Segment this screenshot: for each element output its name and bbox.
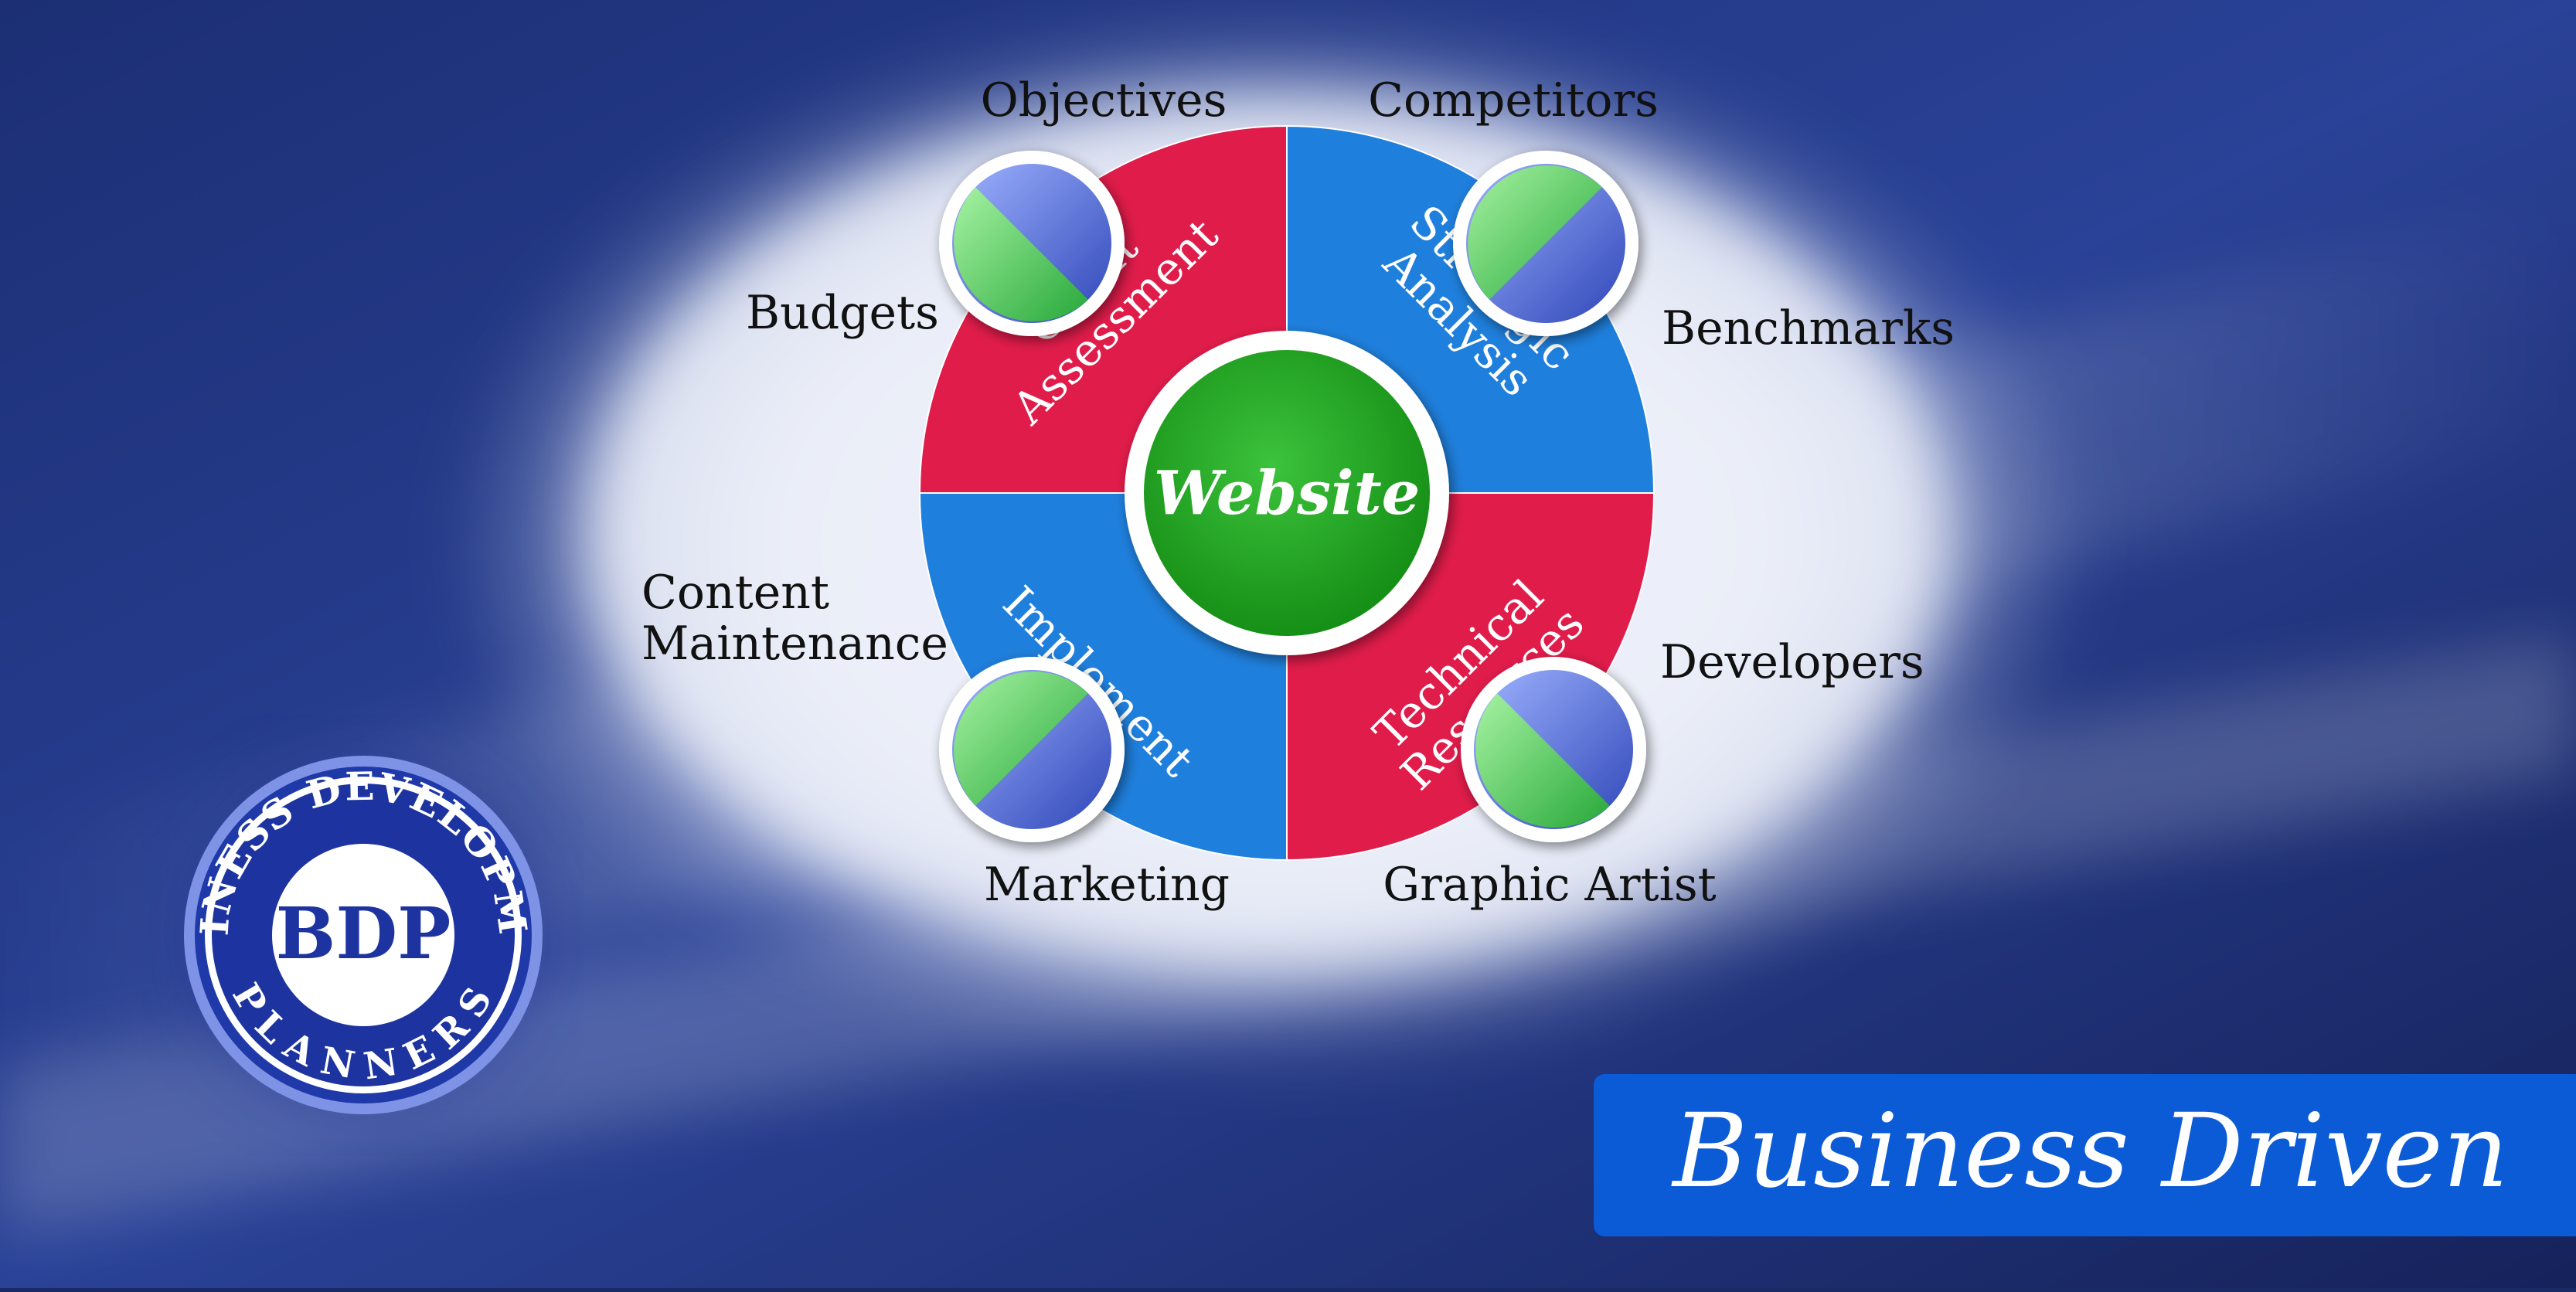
label-developers: Developers xyxy=(1660,635,1924,689)
label-marketing: Marketing xyxy=(984,858,1230,912)
label-budgets: Budgets xyxy=(746,286,939,340)
process-ring xyxy=(918,124,1656,862)
label-benchmarks: Benchmarks xyxy=(1662,301,1955,355)
label-graphic-artist: Graphic Artist xyxy=(1383,858,1717,912)
label-objectives: Objectives xyxy=(981,73,1227,128)
orb-top-right xyxy=(1453,151,1638,336)
orb-bottom-right xyxy=(1461,657,1646,842)
label-competitors: Competitors xyxy=(1368,73,1659,128)
orb-top-left xyxy=(939,151,1125,336)
center-label: Website xyxy=(1154,458,1421,529)
orb-bottom-left xyxy=(939,657,1125,842)
label-content: Content xyxy=(641,566,829,620)
banner-text: Business Driven xyxy=(1671,1092,2508,1211)
logo-monogram: BDP xyxy=(276,892,451,975)
business-driven-banner: Business Driven xyxy=(1594,1074,2576,1236)
label-maintenance: Maintenance xyxy=(641,617,948,671)
center-circle xyxy=(1144,350,1430,636)
